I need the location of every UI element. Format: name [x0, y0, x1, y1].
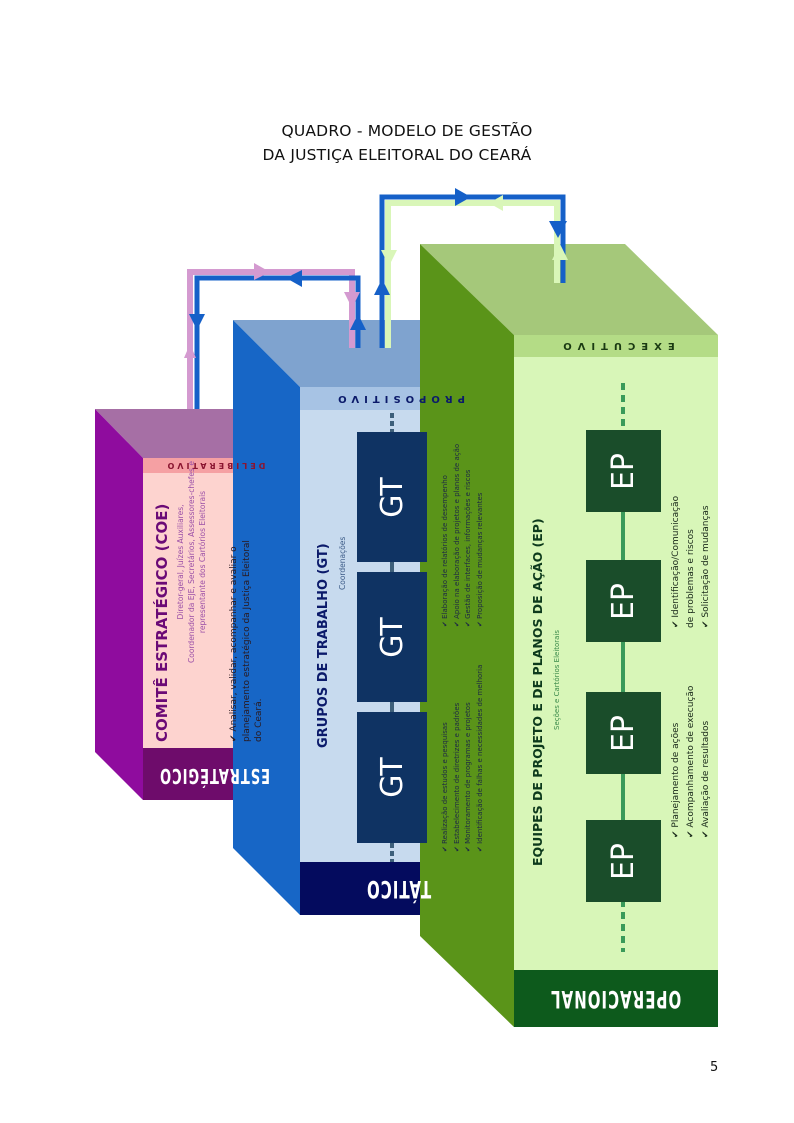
check-icon: ✔: [452, 618, 461, 627]
arrow-head-lightgreen-down: [381, 250, 397, 266]
role-label-propositivo: PROPOSITIVO: [333, 393, 465, 404]
check-icon: ✔: [229, 731, 239, 742]
ep-bullet-right-1: ✔ Identificação/Comunicação: [671, 495, 681, 628]
arrow-head-blue-down-2: [549, 221, 567, 238]
ep-unit-1: EP: [586, 430, 661, 512]
ep-bullets-right: ✔ Identificação/Comunicação de problemas…: [669, 496, 714, 628]
page-title-line-2: DA JUSTIÇA ELEITORAL DO CEARÁ: [262, 146, 532, 164]
ep-heading: EQUIPES DE PROJETO E DE PLANOS DE AÇÃO (…: [530, 518, 545, 866]
arrow-pink-path: [187, 269, 355, 409]
ep-bullet-left-2: ✔ Acompanhamento de execução: [686, 685, 696, 838]
gt-bullet-right-3: ✔ Gestão de interfaces, informações e ri…: [464, 469, 472, 627]
estrategico-side-face: [95, 409, 143, 800]
gt-unit-3-label: GT: [374, 757, 410, 798]
check-icon: ✔: [464, 618, 472, 627]
arrow-head-blue-left: [286, 270, 302, 287]
coe-bullet-line-1: ✔ Analisar, validar, acompanhar e avalia…: [229, 546, 239, 742]
arrow-head-pink-down: [344, 292, 360, 308]
coe-heading: COMITÊ ESTRATÉGICO (COE): [153, 503, 171, 742]
gt-bullets-right: ✔ Elaboração de relatórios de desempenho…: [440, 444, 486, 627]
ep-unit-4-label: EP: [605, 842, 641, 880]
level-label-operacional-band: OPERACIONAL: [514, 970, 718, 1027]
arrow-head-lightgreen-up-2: [552, 244, 568, 260]
level-label-estrategico-band: ESTRATÉGICO: [143, 748, 287, 800]
operacional-side-face: [420, 244, 514, 1027]
level-label-tatico: TÁTICO: [366, 874, 432, 903]
ep-unit-3-label: EP: [605, 714, 641, 752]
check-icon: ✔: [671, 617, 681, 628]
arrow-head-pink-up: [184, 344, 196, 358]
ep-unit-2: EP: [586, 560, 661, 642]
check-icon: ✔: [475, 618, 484, 627]
check-icon: ✔: [441, 843, 449, 852]
arrow-blue-path-2: [379, 194, 566, 348]
arrow-head-pink-right: [254, 263, 270, 280]
arrow-head-lightgreen-left: [489, 195, 503, 211]
gt-unit-1: GT: [357, 432, 427, 562]
level-label-tatico-band: TÁTICO: [300, 862, 498, 915]
arrow-head-blue-down: [189, 314, 205, 330]
check-icon: ✔: [686, 827, 696, 838]
role-label-executivo: EXECUTIVO: [557, 340, 675, 352]
gt-bullet-right-1: ✔ Elaboração de relatórios de desempenho: [441, 475, 449, 627]
role-label-deliberativo: DELIBERATIVO: [164, 461, 266, 470]
gt-unit-3: GT: [357, 712, 427, 843]
page-title-line-1: QUADRO - MODELO DE GESTÃO: [281, 122, 533, 140]
gt-unit-1-label: GT: [374, 476, 410, 518]
coe-members-line-2: Coordenador da EJE, Secretários, Assesso…: [187, 461, 196, 663]
gt-heading: GRUPOS DE TRABALHO (GT): [316, 543, 331, 748]
operacional-level-band: [514, 970, 718, 1027]
ep-bullet-left-1: ✔ Planejamento de ações: [671, 722, 681, 838]
level-label-estrategico: ESTRATÉGICO: [159, 762, 271, 786]
check-icon: ✔: [701, 827, 711, 838]
ep-bullet-left-3: ✔ Avaliação de resultados: [701, 720, 711, 838]
level-label-operacional: OPERACIONAL: [550, 984, 682, 1013]
tatico-side-face: [233, 320, 300, 915]
arrow-head-blue-right-2: [455, 188, 471, 206]
check-icon: ✔: [701, 617, 711, 628]
gt-bullets-left: ✔ Realização de estudos e pesquisas ✔ Es…: [440, 665, 486, 852]
gt-bullet-right-4: ✔ Proposição de mudanças relevantes: [475, 492, 484, 627]
check-icon: ✔: [452, 843, 461, 852]
ep-bullets-left: ✔ Planejamento de ações ✔ Acompanhamento…: [669, 686, 714, 838]
arrow-estrategico-tatico: [184, 263, 366, 409]
arrow-head-blue-up: [350, 314, 366, 330]
ep-subheading: Seções e Cartórios Eleitorais: [553, 629, 561, 730]
ep-unit-1-label: EP: [605, 452, 641, 490]
check-icon: ✔: [441, 618, 449, 627]
ep-unit-3: EP: [586, 692, 661, 774]
gt-bullet-left-2: ✔ Estabelecimento de diretrizes e padrõe…: [452, 702, 461, 852]
gt-unit-2-label: GT: [374, 616, 410, 658]
arrow-tatico-operacional: [374, 188, 568, 348]
check-icon: ✔: [671, 827, 681, 838]
page-number: 5: [710, 1060, 719, 1075]
coe-bullet-line-3: do Ceará.: [254, 698, 264, 743]
arrow-lightgreen-path: [385, 200, 560, 348]
operacional-role-band: [514, 335, 718, 357]
gt-bullet-left-4: ✔ Identificação de falhas e necessidades…: [475, 664, 484, 852]
gt-bullet-left-3: ✔ Monitoramento de programas e projetos: [464, 702, 472, 852]
coe-members-line-1: Diretor-geral, Juízes Auxiliares,: [176, 504, 185, 620]
check-icon: ✔: [464, 843, 472, 852]
gt-bullet-left-1: ✔ Realização de estudos e pesquisas: [441, 722, 449, 852]
operacional-top-face: [420, 244, 718, 335]
gt-unit-2: GT: [357, 572, 427, 702]
arrow-head-blue-up-2: [374, 279, 390, 295]
coe-bullet-line-2: planejamento estratégico da Justiça Elei…: [241, 540, 252, 742]
gt-subheading: Coordenações: [338, 536, 347, 590]
ep-unit-4: EP: [586, 820, 661, 902]
gt-bullet-right-2: ✔ Apoio na elaboração de projetos e plan…: [452, 443, 461, 627]
ep-bullet-right-3: ✔ Solicitação de mudanças: [701, 505, 711, 628]
coe-responsibilities: ✔ Analisar, validar, acompanhar e avalia…: [228, 540, 266, 742]
coe-members: Diretor-geral, Juízes Auxiliares, Coorde…: [175, 432, 208, 692]
coe-members-line-3: representante dos Cartórios Eleitorais: [198, 490, 207, 634]
arrow-blue-path: [194, 275, 361, 409]
ep-unit-2-label: EP: [605, 582, 641, 620]
check-icon: ✔: [475, 843, 484, 852]
ep-bullet-right-2: de problemas e riscos: [686, 529, 696, 628]
